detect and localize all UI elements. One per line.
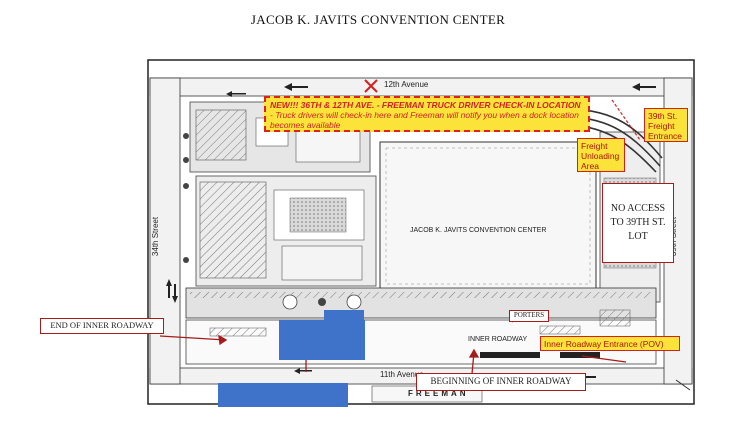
redaction-block-middle: [279, 320, 365, 360]
main-exhibit-hall: [379, 141, 597, 291]
thirty-fourth-street-label: 34th Street: [151, 216, 161, 257]
map-frame: [147, 59, 695, 405]
no-access-text: NO ACCESS TO 39TH ST. LOT: [610, 203, 666, 242]
truck-checkin-callout: NEW!!! 36TH & 12TH AVE. - FREEMAN TRUCK …: [264, 96, 590, 132]
freeman-label: FREEMAN: [408, 389, 469, 398]
porters-label: PORTERS: [509, 310, 549, 322]
checkin-body: - Truck drivers will check-in here and F…: [270, 110, 579, 130]
redaction-block-lower: [218, 383, 348, 407]
convention-center-label: JACOB K. JAVITS CONVENTION CENTER: [410, 227, 547, 234]
checkin-marker-icon: [364, 79, 378, 93]
eleventh-avenue-label: 11th Avenue: [380, 370, 424, 379]
freight-unloading-callout: Freight Unloading Area: [577, 138, 625, 172]
freight-entrance-callout: 39th St. Freight Entrance: [644, 108, 688, 142]
inner-roadway-ramp: [599, 309, 631, 327]
inner-roadway-label: INNER ROADWAY: [468, 336, 528, 343]
end-inner-roadway-label: END OF INNER ROADWAY: [40, 318, 164, 334]
beginning-inner-roadway-label: BEGINNING OF INNER ROADWAY: [416, 373, 586, 391]
page-title: JACOB K. JAVITS CONVENTION CENTER: [250, 12, 506, 27]
twelfth-avenue-label: 12th Avenue: [384, 80, 429, 89]
no-access-box: NO ACCESS TO 39TH ST. LOT: [602, 183, 674, 263]
inner-roadway-entrance-callout: Inner Roadway Entrance (POV): [540, 336, 680, 351]
checkin-headline: NEW!!! 36TH & 12TH AVE. - FREEMAN TRUCK …: [270, 100, 581, 110]
